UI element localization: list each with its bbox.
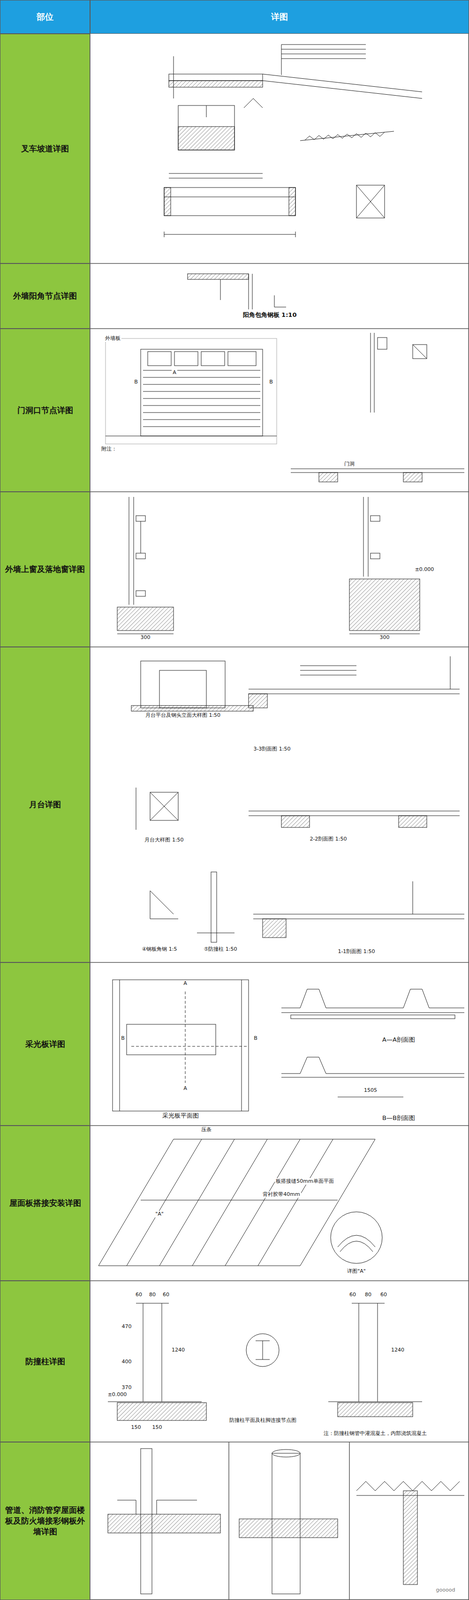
cell-text: 管道、消防管穿屋面楼板及防火墙接彩钢板外墙详图	[4, 1505, 86, 1538]
drawing-label: ⑤防撞柱 1:50	[202, 946, 238, 953]
drawing-label: 背衬胶带40mm	[261, 1191, 301, 1198]
row-name-cell: 叉车坡道详图	[0, 33, 91, 264]
drawing-label: "A"	[154, 1211, 165, 1218]
drawing-label: 80	[363, 1292, 373, 1299]
drawing-label: 板搭接缝50mm单面平面	[274, 1178, 335, 1185]
cell-text: 详图	[271, 11, 288, 23]
drawing-label: B	[133, 378, 139, 386]
drawing-label: 60	[379, 1292, 388, 1299]
drawing-label: B	[268, 378, 274, 386]
drawing-label: 压条	[200, 1127, 213, 1134]
drawing-label: gooood	[435, 1587, 457, 1594]
cell-text: 防撞柱详图	[25, 1356, 66, 1368]
drawing-label: A	[171, 369, 178, 376]
drawing-label: ±0.000	[106, 1391, 129, 1399]
drawing-label: 60	[161, 1292, 171, 1299]
drawing-label: ±0.000	[414, 566, 436, 573]
row-name-cell: 外墙阳角节点详图	[0, 263, 91, 329]
drawing-label: A—A剖面图	[381, 1036, 417, 1044]
row-name-cell: 防撞柱详图	[0, 1281, 91, 1443]
drawing-label: 注：防撞柱钢管中灌混凝土，内部浇筑混凝土	[322, 1430, 428, 1438]
drawing-label: 1240	[390, 1347, 406, 1354]
drawing-label: B	[120, 1035, 126, 1042]
cell-text: 部位	[36, 11, 54, 23]
row-name-cell: 屋面板搭接安装详图	[0, 1126, 91, 1282]
drawing-label: 1-1剖面图 1:50	[336, 948, 376, 955]
drawing-label: A	[182, 1085, 189, 1092]
drawing-label: B	[252, 1035, 259, 1042]
drawing-label: ④钢板角钢 1:5	[140, 946, 178, 953]
drawing-label: 1240	[170, 1347, 186, 1354]
cell-text: 外墙阳角节点详图	[13, 290, 77, 302]
drawing-label: 400	[121, 1359, 133, 1366]
row-name-cell: 外墙上窗及落地窗详图	[0, 491, 91, 648]
drawing-label: 150	[130, 1424, 143, 1431]
drawing-label: 60	[134, 1292, 144, 1299]
row-name-cell: 管道、消防管穿屋面楼板及防火墙接彩钢板外墙详图	[0, 1442, 91, 1600]
drawing-label: 150	[151, 1424, 164, 1431]
drawing-label: 3-3剖面图 1:50	[252, 746, 292, 753]
drawing-label: 详图"A"	[346, 1268, 367, 1275]
drawing-label: 采光板平面图	[161, 1112, 200, 1120]
drawing-label: 月台大样图 1:50	[143, 837, 185, 844]
drawing-label: 370	[121, 1384, 133, 1392]
cell-text: 月台详图	[29, 799, 61, 811]
drawing-label: 月台平台及钢头立面大样图 1:50	[144, 712, 222, 719]
drawing-label: 470	[121, 1323, 133, 1331]
header-cell: 部位	[0, 0, 91, 34]
drawing-label: 附注：	[100, 446, 118, 453]
cell-text: 叉车坡道详图	[21, 143, 69, 155]
drawing-label: 300	[139, 634, 152, 641]
drawing-label: 阳角包角钢板 1:10	[242, 311, 298, 319]
cell-text: 外墙上窗及落地窗详图	[5, 564, 85, 575]
row-name-cell: 门洞口节点详图	[0, 328, 91, 492]
drawing-label: A	[182, 980, 189, 987]
drawing-label: 防撞柱平面及柱脚连接节点图	[228, 1417, 298, 1424]
drawing-label: 外墙板	[104, 335, 122, 342]
drawing-label: 300	[378, 634, 391, 641]
row-name-cell: 采光板详图	[0, 962, 91, 1127]
cell-text: 门洞口节点详图	[17, 405, 74, 417]
drawing-label: 80	[148, 1292, 157, 1299]
drawing-label: 门洞	[343, 461, 356, 468]
cell-text: 采光板详图	[25, 1039, 66, 1051]
drawing-label: 1505	[363, 1087, 379, 1094]
drawing-label: 60	[348, 1292, 357, 1299]
cell-text: 屋面板搭接安装详图	[9, 1198, 82, 1210]
row-name-cell: 月台详图	[0, 647, 91, 963]
drawing-label: B—B剖面图	[381, 1114, 417, 1123]
drawing-label: 2-2剖面图 1:50	[308, 836, 348, 843]
header-cell: 详图	[90, 0, 469, 34]
